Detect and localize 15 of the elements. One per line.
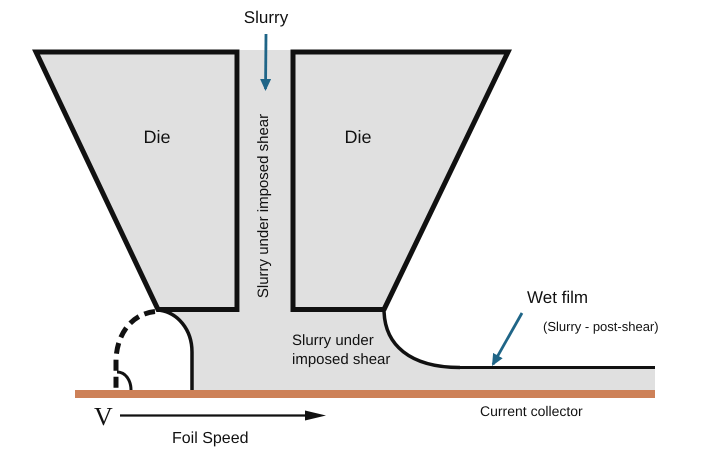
speed-label: Foil Speed bbox=[172, 429, 248, 449]
callout-subtitle: (Slurry - post-shear) bbox=[543, 318, 659, 336]
callout-title: Wet film bbox=[527, 287, 588, 309]
current-collector-foil bbox=[75, 390, 655, 398]
flow-arrow bbox=[260, 34, 272, 91]
bead-label: Slurry under imposed shear bbox=[292, 331, 392, 369]
slot-channel bbox=[240, 50, 291, 312]
wet-film-layer bbox=[460, 366, 655, 390]
leader-arrow bbox=[492, 312, 524, 366]
die-label: Die bbox=[344, 128, 372, 146]
velocity-symbol: V bbox=[94, 403, 113, 431]
die-label: Die bbox=[144, 128, 170, 146]
inlet-label: Slurry bbox=[244, 6, 288, 30]
channel-label: Slurry under imposed shear bbox=[256, 114, 272, 298]
foil-caption: Current collector bbox=[480, 403, 583, 419]
